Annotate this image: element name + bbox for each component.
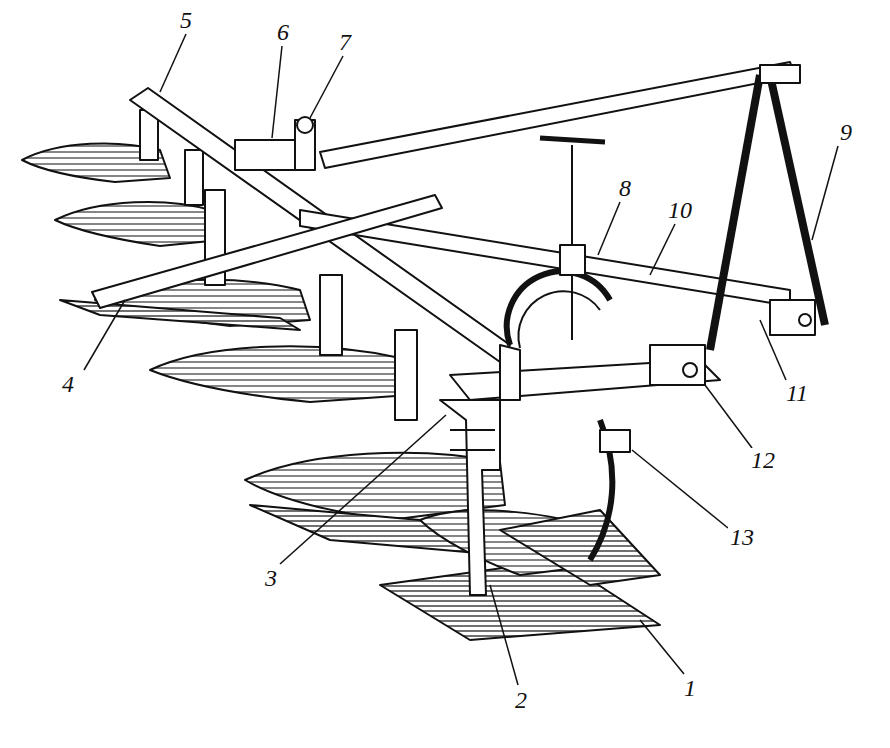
callout-number: 11 (784, 381, 810, 405)
callout-number: 1 (682, 676, 698, 700)
callout-number: 3 (263, 566, 279, 590)
callout-number: 8 (617, 176, 633, 200)
callout-number: 12 (749, 448, 777, 472)
callout-number: 6 (275, 20, 291, 44)
callout-number: 2 (513, 688, 529, 712)
callout-number: 7 (337, 30, 353, 54)
callout-number: 4 (60, 372, 76, 396)
callout-number: 10 (666, 198, 694, 222)
callout-number: 9 (838, 120, 854, 144)
callout-number: 13 (728, 525, 756, 549)
callout-number: 5 (178, 8, 194, 32)
